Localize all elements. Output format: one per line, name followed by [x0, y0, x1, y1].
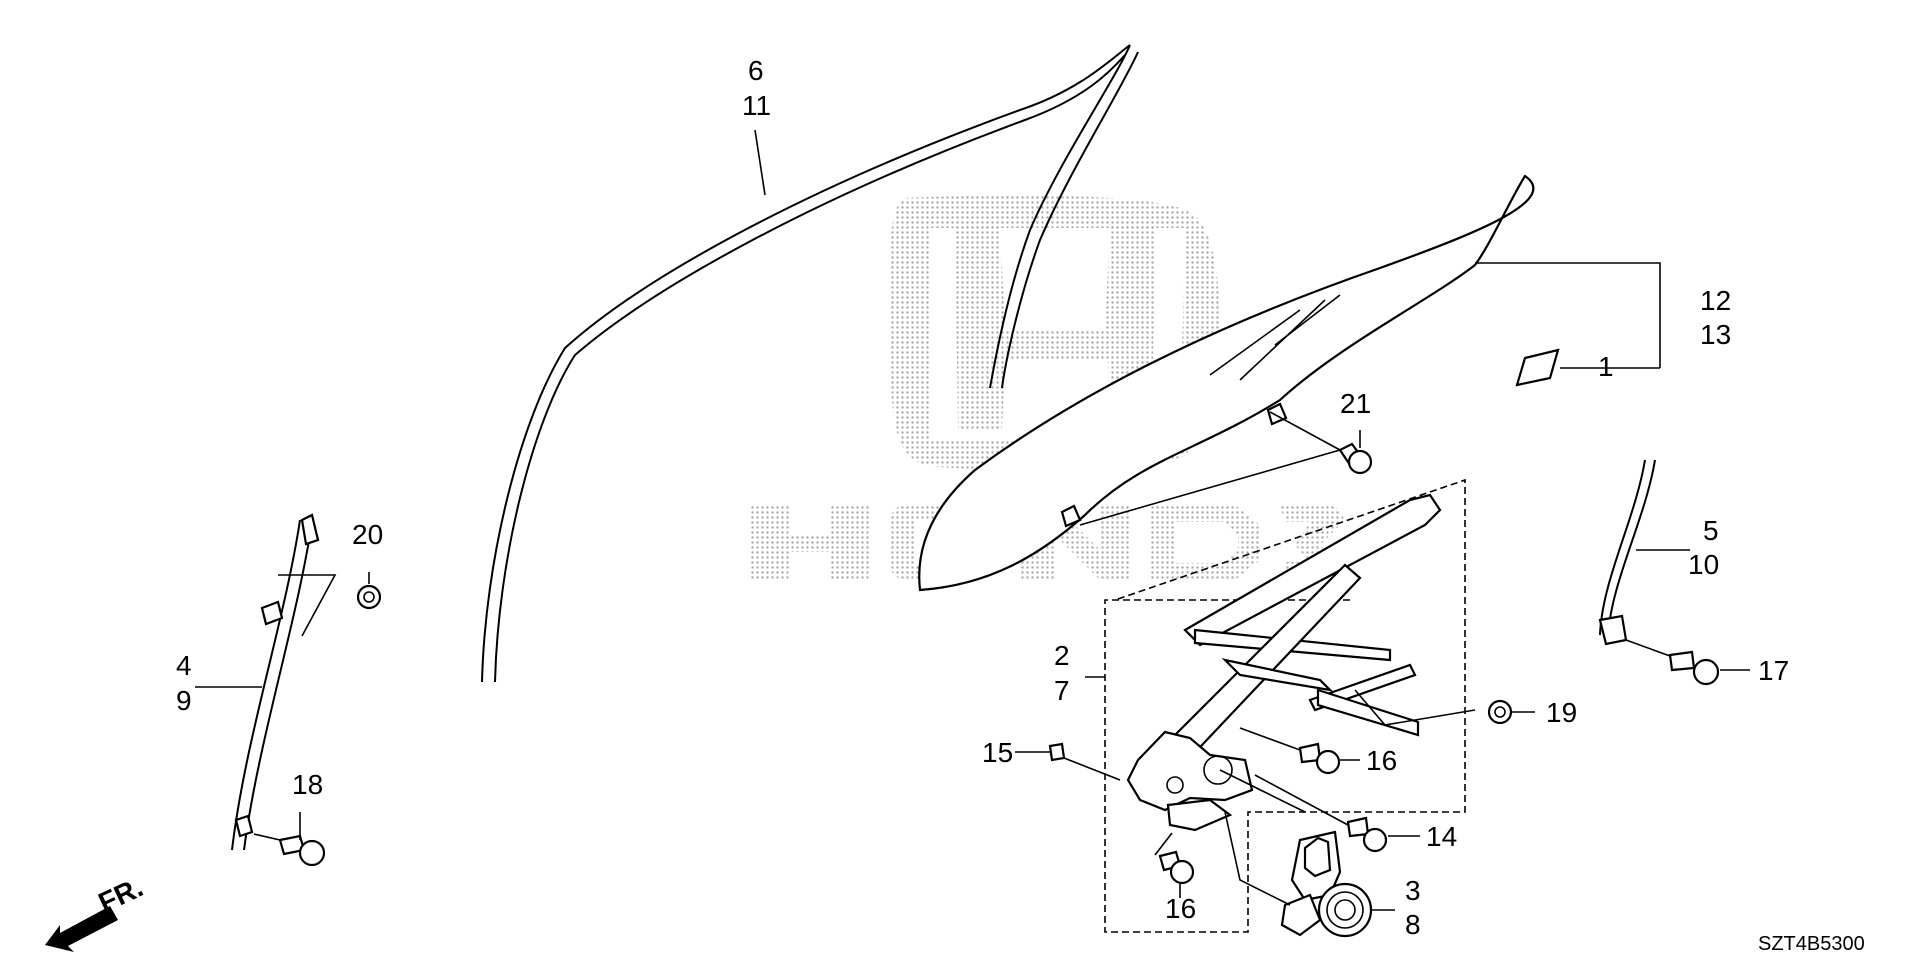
callout-8: 8: [1405, 909, 1421, 940]
callout-3: 3: [1405, 875, 1421, 906]
screw-part-15: [1015, 742, 1121, 781]
callout-6: 6: [748, 55, 764, 86]
motor-part-3-8: [1224, 811, 1395, 938]
callout-14: 14: [1426, 821, 1457, 852]
callout-16-upper: 16: [1366, 745, 1397, 776]
door-glass-part-12-13: [918, 174, 1661, 592]
bolt-part-16-upper: [1239, 727, 1360, 775]
callout-2: 2: [1054, 640, 1070, 671]
callout-9: 9: [176, 685, 192, 716]
callout-21: 21: [1340, 388, 1371, 419]
callout-12: 12: [1700, 285, 1731, 316]
diagram-code: SZT4B5300: [1758, 933, 1865, 955]
callout-18: 18: [292, 769, 323, 800]
rear-sash-part-5-10: [1598, 459, 1690, 646]
bolt-part-14: [1254, 774, 1420, 853]
front-direction-arrow-icon: FR.: [45, 871, 148, 952]
callout-16-lower: 16: [1165, 893, 1196, 924]
front-sash-part-4-9: [195, 513, 337, 851]
callout-19: 19: [1546, 697, 1577, 728]
nut-part-20: [356, 572, 382, 610]
bolt-part-16-lower: [1154, 832, 1195, 898]
callout-labels: 6 11 12 13 1 21 20 4 9 5 10 17 2 7 19 15…: [176, 55, 1789, 940]
callout-7: 7: [1054, 675, 1070, 706]
bolt-part-21: [1079, 411, 1373, 526]
callout-1: 1: [1598, 351, 1614, 382]
bolt-part-18: [253, 812, 326, 867]
callout-4: 4: [176, 650, 192, 681]
callout-13: 13: [1700, 319, 1731, 350]
callout-11: 11: [742, 90, 771, 121]
callout-5: 5: [1703, 515, 1719, 546]
callout-10: 10: [1688, 549, 1719, 580]
window-regulator-part-2-7: [1085, 478, 1476, 933]
run-channel-part-6-11: [481, 44, 1139, 683]
bolt-part-17: [1625, 639, 1750, 686]
label-part-1: [1515, 348, 1560, 387]
callout-20: 20: [352, 519, 383, 550]
nut-part-19: [1487, 699, 1535, 725]
callout-15: 15: [982, 737, 1013, 768]
callout-17: 17: [1758, 655, 1789, 686]
